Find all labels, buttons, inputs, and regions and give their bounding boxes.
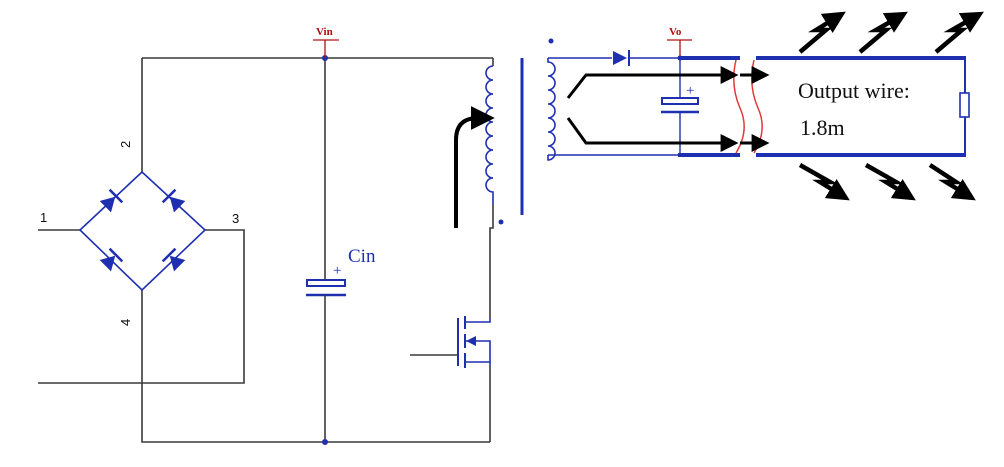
lightning-arrow-icon xyxy=(934,11,984,54)
mosfet-icon xyxy=(457,316,491,368)
pin-2-label: 2 xyxy=(118,141,133,148)
pin-3-label: 3 xyxy=(232,211,239,226)
lightning-arrow-icon xyxy=(798,11,846,54)
secondary-wiring xyxy=(548,55,740,156)
dot-marker xyxy=(548,38,554,44)
radiation-arrows xyxy=(798,11,984,201)
vin-label: Vin xyxy=(316,26,333,38)
resistor-icon xyxy=(959,92,970,118)
vo-rail: Vo xyxy=(667,26,692,58)
lightning-arrow-icon xyxy=(864,163,916,201)
output-wire-label: Output wire: xyxy=(798,78,910,103)
dot-marker xyxy=(498,219,504,225)
polarized-capacitor-icon: + xyxy=(306,263,346,300)
pin-1-label: 1 xyxy=(40,210,47,225)
junction-dot xyxy=(322,439,328,445)
diode-bridge-icon xyxy=(78,170,207,292)
pin-4-label: 4 xyxy=(118,319,133,326)
diode-icon xyxy=(613,50,630,66)
vin-rail: Vin xyxy=(313,26,339,58)
lightning-arrow-icon xyxy=(928,163,976,201)
plus-sign: + xyxy=(686,83,694,99)
current-arrows xyxy=(454,66,770,228)
polarized-capacitor-icon: + xyxy=(661,83,699,116)
lightning-arrow-icon xyxy=(858,11,908,54)
output-wire-length: 1.8m xyxy=(800,115,845,140)
cin-label: Cin xyxy=(348,246,376,267)
primary-wiring xyxy=(38,55,494,445)
transformer-icon xyxy=(485,38,556,225)
output-cable xyxy=(678,56,966,157)
lightning-arrow-icon xyxy=(798,163,850,201)
vo-label: Vo xyxy=(669,26,682,38)
plus-sign: + xyxy=(333,263,341,279)
